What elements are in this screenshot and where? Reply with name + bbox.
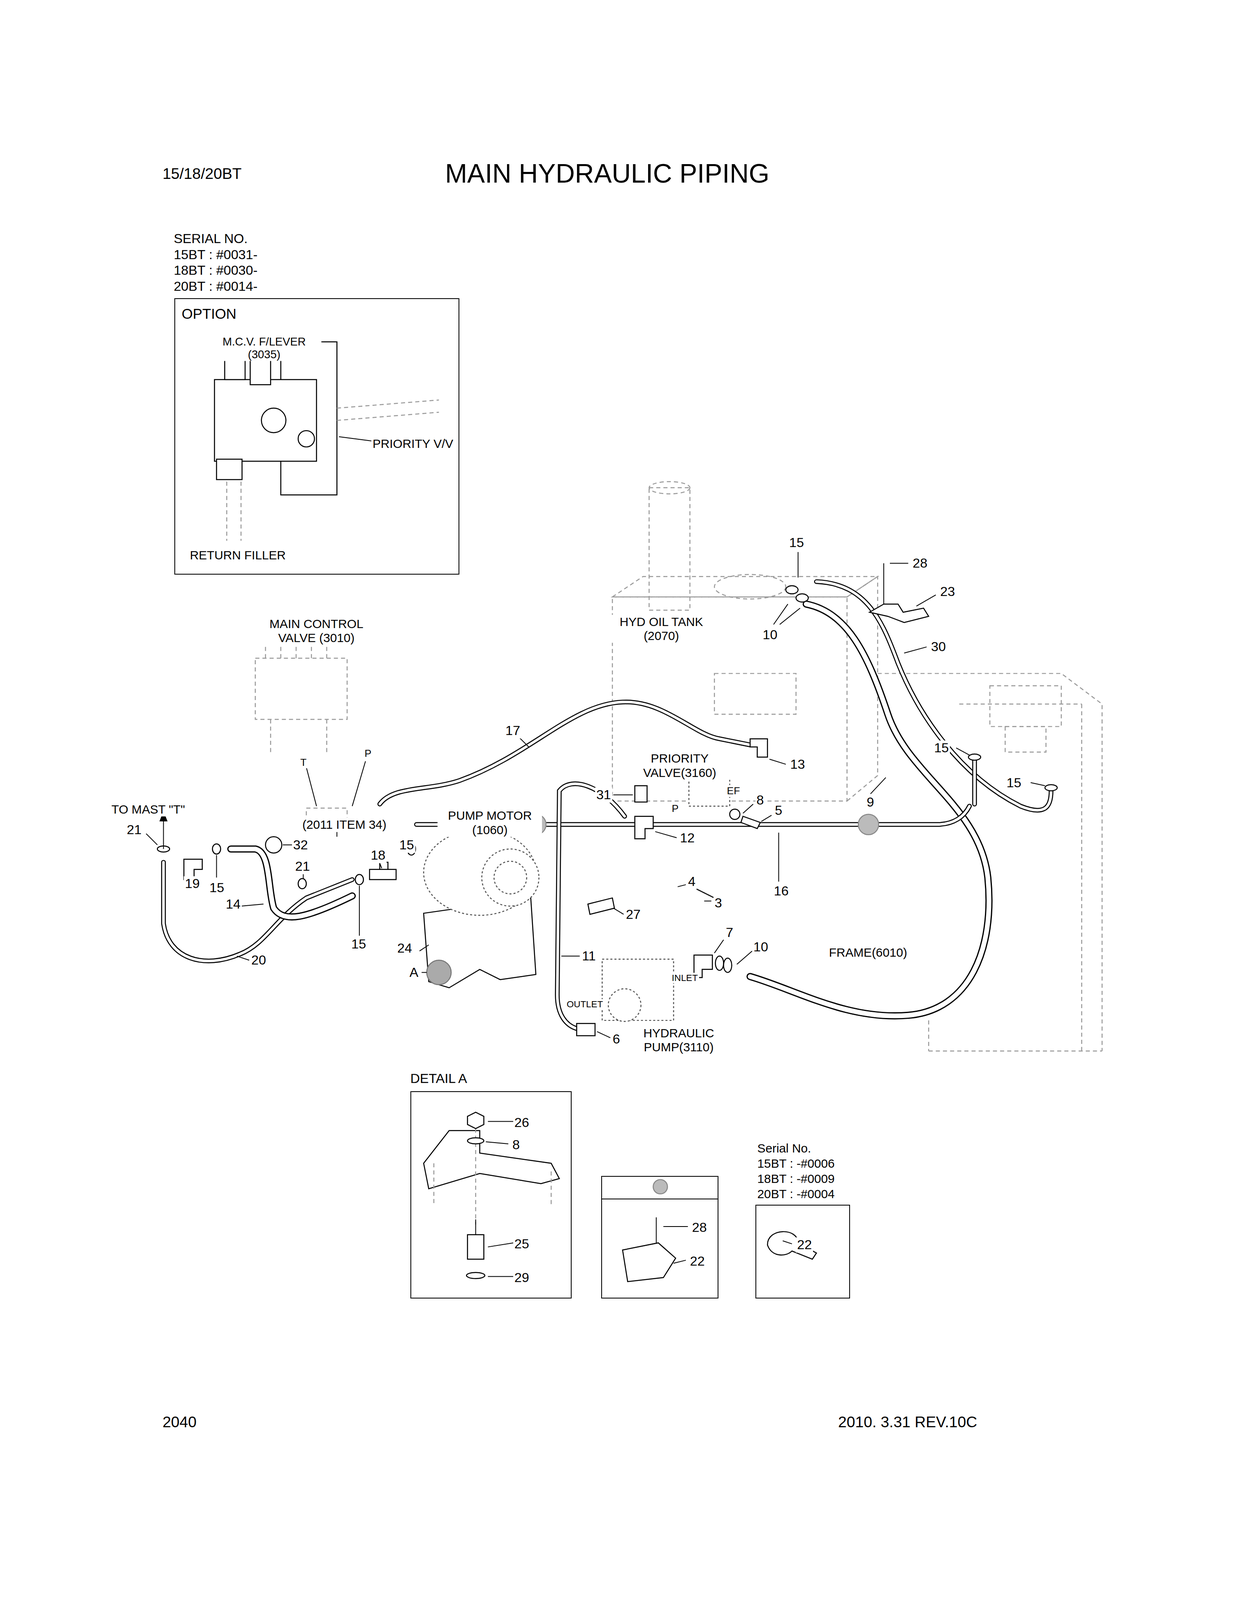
callout-number: 17 xyxy=(504,722,522,739)
callout-number: 32 xyxy=(291,837,310,853)
frame-box: 28 22 xyxy=(601,1175,719,1299)
callout-number: 21 xyxy=(125,822,143,838)
callout-number: 29 xyxy=(513,1269,531,1286)
part-label: OUTLET xyxy=(565,998,605,1010)
callout-number: 13 xyxy=(788,756,807,772)
box-text: RETURN FILLER xyxy=(188,548,288,563)
callout-number: 8 xyxy=(511,1137,522,1153)
callout-number: 23 xyxy=(938,584,957,600)
callout-number: 30 xyxy=(929,639,948,655)
part-label: PRIORITY VALVE(3160) xyxy=(627,751,733,780)
callout-number: 5 xyxy=(773,802,784,818)
callout-number: 15 xyxy=(349,936,368,952)
part-label: MAIN CONTROL VALVE (3010) xyxy=(256,616,377,645)
callout-number: 2040 xyxy=(161,1413,198,1431)
box-text: 15BT : -#0006 xyxy=(756,1156,837,1171)
callout-number: 15 xyxy=(1005,775,1023,791)
box-text: 20BT : -#0004 xyxy=(756,1186,837,1201)
box-text: Serial No. xyxy=(756,1140,813,1155)
fittings xyxy=(157,562,1058,1036)
box-text: PRIORITY V/V xyxy=(371,436,455,451)
box-text: M.C.V. F/LEVER (3035) xyxy=(206,334,322,361)
box-text: OPTION xyxy=(180,305,238,323)
callout-number: 9 xyxy=(865,794,876,810)
page-title: MAIN HYDRAULIC PIPING xyxy=(443,158,771,189)
callout-number: 26 xyxy=(513,1114,531,1131)
callout-number: 28 xyxy=(690,1220,709,1236)
part-label: 15BT : #0031- xyxy=(172,247,259,263)
callout-number: 25 xyxy=(513,1236,531,1252)
callout-number: 21 xyxy=(294,859,312,875)
callout-number: 10 xyxy=(752,939,770,955)
callout-number: 16 xyxy=(772,883,790,899)
part-label: 20BT : #0014- xyxy=(172,279,259,295)
box-text: DETAIL A xyxy=(409,1070,469,1087)
callout-number: 15 xyxy=(208,880,226,896)
part-label: HYD OIL TANK (2070) xyxy=(609,614,714,643)
part-label: INLET xyxy=(670,972,700,984)
callout-number: 19 xyxy=(183,876,202,892)
part-label: P xyxy=(670,802,681,815)
ghost-parts xyxy=(255,481,1103,1051)
part-label: PUMP MOTOR (1060) xyxy=(437,808,543,837)
callout-number: 6 xyxy=(611,1031,622,1047)
callout-number: 31 xyxy=(595,787,613,803)
callout-number: 10 xyxy=(761,627,779,643)
callout-number: 22 xyxy=(795,1237,814,1253)
callout-number: 22 xyxy=(688,1253,707,1270)
callout-number: 11 xyxy=(580,948,597,964)
part-label: FRAME(6010) xyxy=(827,945,909,960)
callout-number: 20 xyxy=(250,952,268,969)
callout-number: 7 xyxy=(724,925,735,941)
part-label: TO MAST "T" xyxy=(110,802,187,817)
frame-box: OPTION M.C.V. F/LEVER (3035) PRIORITY V/V R… xyxy=(174,298,459,575)
callout-number: 8 xyxy=(755,792,766,808)
leader-lines xyxy=(145,551,1045,1038)
callout-number: 27 xyxy=(624,906,642,922)
part-label: 18BT : #0030- xyxy=(172,262,259,278)
callout-number: 18 xyxy=(369,847,387,863)
callout-number: 14 xyxy=(224,896,242,912)
frame-box: Serial No.15BT : -#000618BT : -#000920BT… xyxy=(755,1204,851,1299)
callout-number: 24 xyxy=(396,940,414,956)
callout-number: 15 xyxy=(398,837,416,853)
callout-number: 15 xyxy=(932,740,950,756)
callout-number: 4 xyxy=(686,874,697,890)
callout-number: 15 xyxy=(787,535,806,551)
detail-a-illustration xyxy=(423,1111,560,1279)
part-label: (2011 ITEM 34) xyxy=(301,817,388,832)
part-label: P xyxy=(363,747,373,760)
frame-box: DETAIL A2682529 xyxy=(410,1091,572,1299)
callout-number: 12 xyxy=(678,830,696,846)
callout-number: 3 xyxy=(713,895,724,911)
box-text: 18BT : -#0009 xyxy=(756,1171,837,1186)
part-label: HYDRAULIC PUMP(3110) xyxy=(626,1026,731,1054)
part-label: A xyxy=(408,965,420,981)
part-label: SERIAL NO. xyxy=(172,231,249,247)
callout-number: 28 xyxy=(911,555,929,571)
part-label: 2010. 3.31 REV.10C xyxy=(836,1413,979,1431)
part-label: 15/18/20BT xyxy=(161,164,243,183)
part-label: EF xyxy=(725,785,742,797)
part-label: T xyxy=(298,756,308,769)
